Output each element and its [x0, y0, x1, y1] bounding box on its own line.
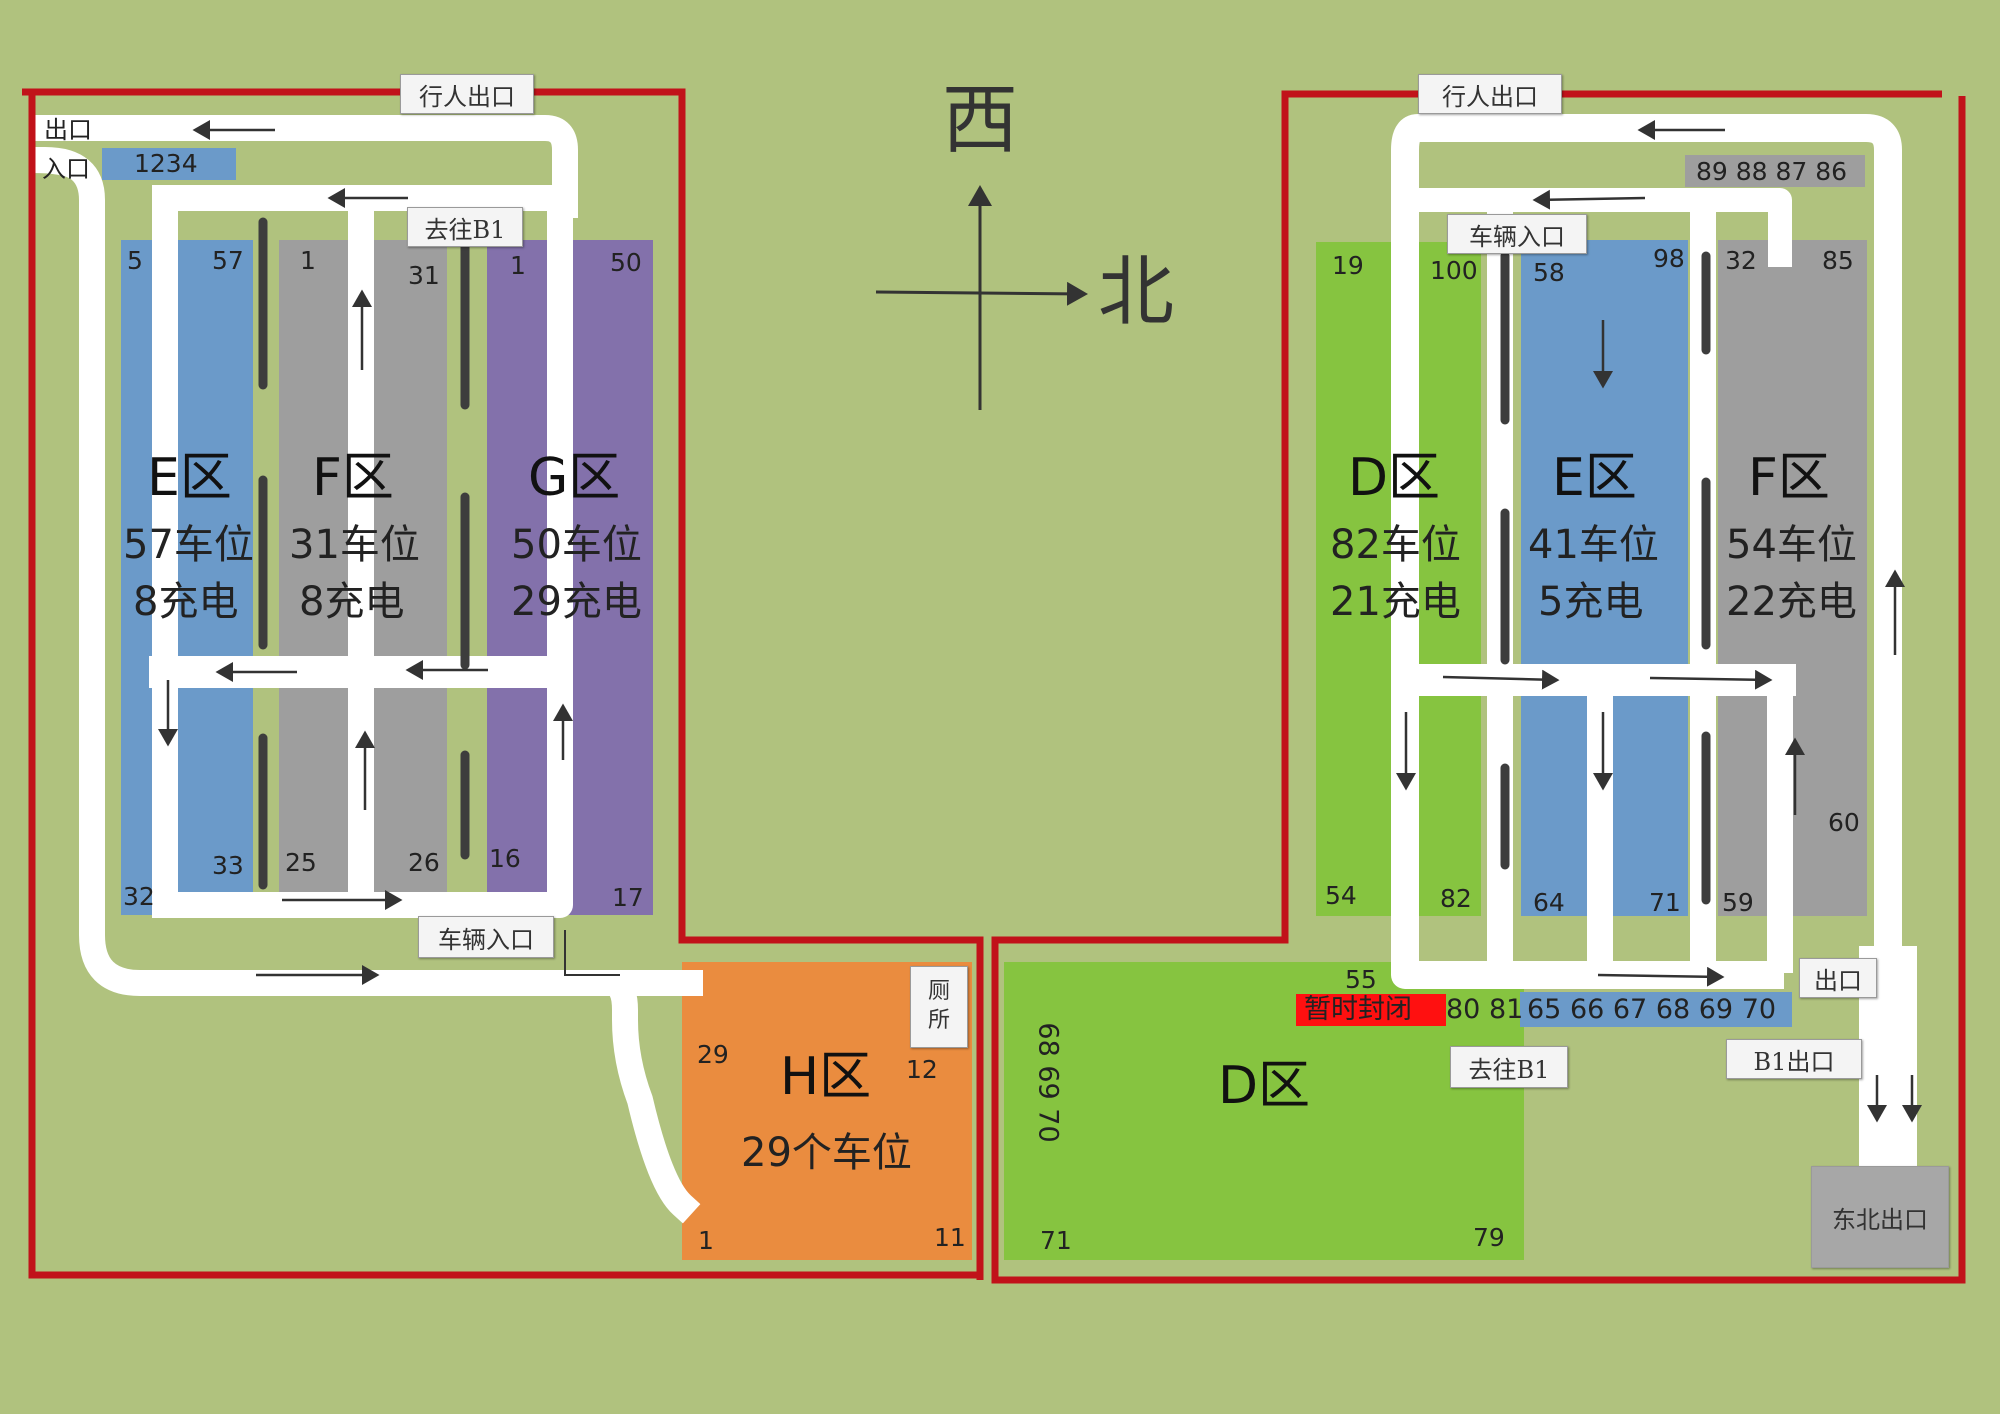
entry-connector	[564, 930, 620, 976]
left-entrance-label: 入口	[42, 155, 90, 183]
left-pedestrian-exit-label: 行人出口	[400, 74, 534, 114]
g-left-charging: 29充电	[511, 579, 642, 625]
h-spaces: 29个车位	[741, 1130, 912, 1176]
g-left-num-end: 17	[612, 883, 644, 912]
d-lower-num-79: 79	[1473, 1223, 1505, 1252]
right-pedestrian-exit-label: 行人出口	[1418, 74, 1562, 114]
top-strip-bg	[1685, 155, 1865, 187]
f-right-num-60: 60	[1828, 808, 1860, 837]
f-right-num-top: 85	[1822, 246, 1854, 275]
northeast-exit-label: 东北出口	[1811, 1166, 1949, 1268]
f-left-num-top: 31	[408, 261, 440, 290]
e-left-charging: 8充电	[133, 579, 239, 625]
f-left-charging: 8充电	[299, 579, 405, 625]
e-left-num-end: 33	[212, 851, 244, 880]
row-strip-bg	[1520, 992, 1792, 1027]
right-vehicle-entrance-label: 车辆入口	[1447, 214, 1587, 254]
zone-e-left	[121, 240, 253, 915]
d-right-num-top: 100	[1430, 256, 1478, 285]
f-left-spaces: 31车位	[289, 522, 420, 568]
g-left-num-bottom: 16	[489, 844, 521, 873]
f-right-spaces: 54车位	[1726, 522, 1857, 568]
left-exit-label: 出口	[44, 116, 92, 144]
h-num-1: 1	[698, 1226, 714, 1255]
closed-bg	[1296, 994, 1446, 1026]
f-left-num-bottom: 25	[285, 848, 317, 877]
f-right-num-59: 59	[1722, 888, 1754, 917]
f-left-num-end: 26	[408, 848, 440, 877]
lane-dividers	[258, 217, 1711, 905]
e-left-zone-name: E区	[147, 448, 232, 508]
h-zone-name: H区	[780, 1047, 872, 1107]
e-right-num-top: 98	[1653, 244, 1685, 273]
e-right-zone-name: E区	[1552, 448, 1637, 508]
e-right-num-start: 58	[1533, 258, 1565, 287]
compass-west-label: 西	[942, 75, 1018, 164]
closed-label: 暂时封闭	[1304, 994, 1412, 1025]
d-lower-zone-name: D区	[1218, 1056, 1311, 1116]
e-right-charging: 5充电	[1538, 579, 1644, 625]
f-right-charging: 22充电	[1726, 579, 1857, 625]
f-left-num-start: 1	[300, 246, 316, 275]
f-left-zone-name: F区	[312, 448, 394, 508]
d-right-num-bottom: 54	[1325, 881, 1357, 910]
e-left-num-top: 57	[212, 246, 244, 275]
h-num-11: 11	[934, 1223, 966, 1252]
d-lower-num-71: 71	[1040, 1226, 1072, 1255]
row-65-70-label: 65 66 67 68 69 70	[1527, 994, 1777, 1025]
h-num-12: 12	[906, 1055, 938, 1084]
right-top-strip-label: 89 88 87 86	[1696, 157, 1848, 186]
compass	[875, 185, 1088, 410]
left-vehicle-entrance-label: 车辆入口	[418, 916, 554, 958]
f-right-num-start: 32	[1725, 246, 1757, 275]
d-right-spaces: 82车位	[1330, 522, 1461, 568]
d-right-charging: 21充电	[1330, 579, 1461, 625]
e-left-num-start: 5	[127, 246, 143, 275]
e-right-num-bottom: 64	[1533, 888, 1565, 917]
g-left-zone-name: G区	[528, 448, 621, 508]
g-left-spaces: 50车位	[511, 522, 642, 568]
g-left-num-start: 1	[510, 251, 526, 280]
toilet-label: 厕所	[910, 966, 968, 1048]
f-right-zone-name: F区	[1748, 448, 1830, 508]
right-to-b1-label: 去往B1	[1450, 1046, 1568, 1088]
h-num-29: 29	[697, 1040, 729, 1069]
right-exit-label: 出口	[1799, 958, 1877, 998]
strip-1234-bg	[102, 148, 236, 180]
direction-arrows	[158, 120, 1922, 1123]
vertical-68-70-label: 68 69 70	[1032, 1022, 1064, 1143]
row-80-81-label: 80 81	[1446, 994, 1524, 1025]
e-right-spaces: 41车位	[1528, 522, 1659, 568]
d-right-num-end: 82	[1440, 884, 1472, 913]
e-left-num-bottom: 32	[123, 882, 155, 911]
left-to-b1-label: 去往B1	[407, 207, 523, 247]
num-55-label: 55	[1345, 965, 1377, 994]
e-right-num-end: 71	[1649, 888, 1681, 917]
b1-exit-label: B1出口	[1726, 1039, 1862, 1079]
d-right-zone-name: D区	[1348, 448, 1441, 508]
e-left-spaces: 57车位	[123, 522, 254, 568]
compass-north-label: 北	[1098, 247, 1174, 336]
strip-1234-label: 1234	[134, 149, 198, 178]
d-right-num-start: 19	[1332, 251, 1364, 280]
g-left-num-top: 50	[610, 248, 642, 277]
